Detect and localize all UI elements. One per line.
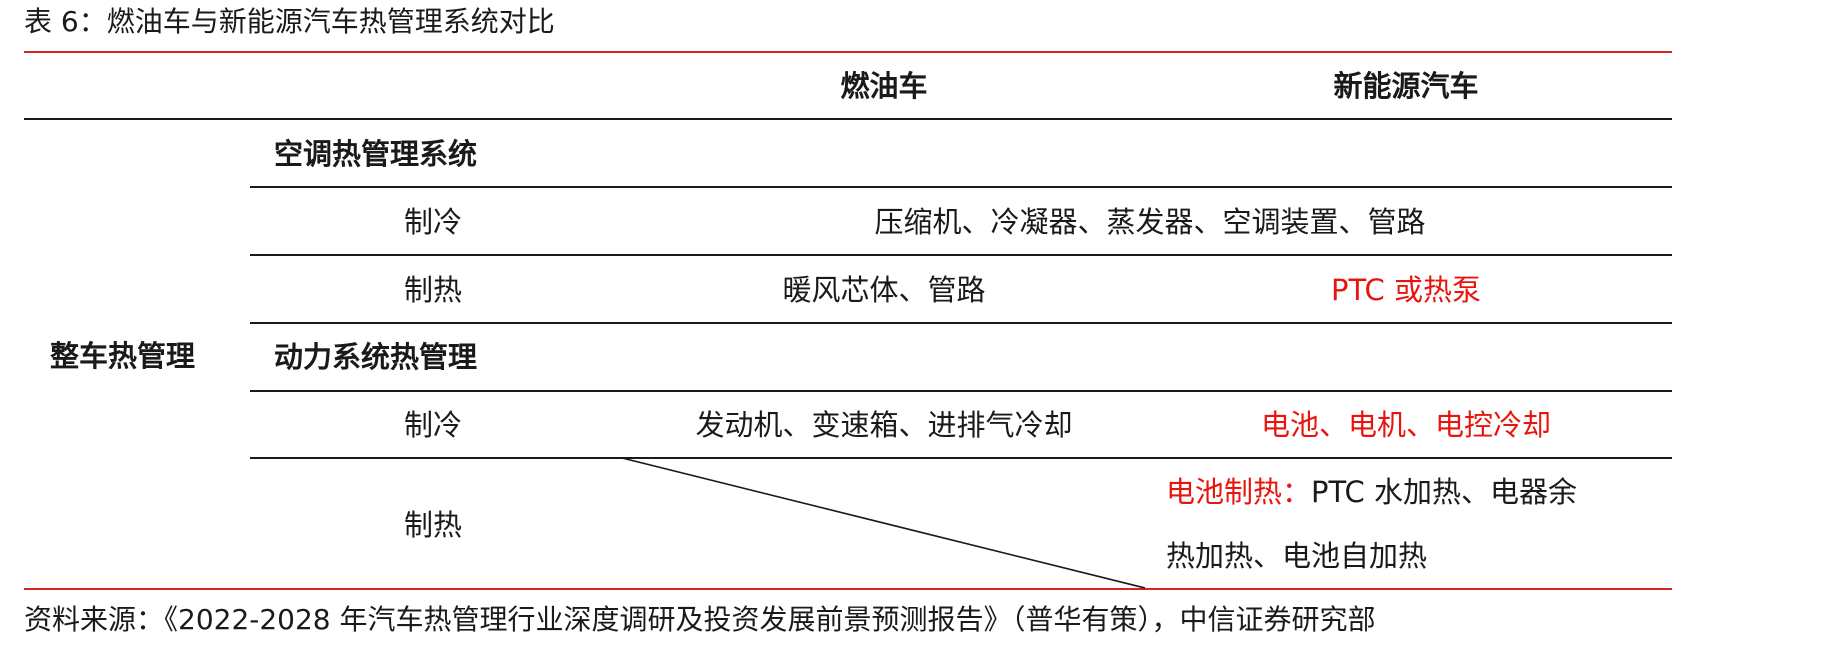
- nev-heating-line1: PTC 水加热、电器余: [1311, 475, 1577, 509]
- section-label-powertrain: 动力系统热管理: [274, 340, 478, 374]
- table-title: 表 6：燃油车与新能源汽车热管理系统对比: [24, 5, 555, 38]
- row-rule: [250, 254, 1672, 256]
- row-rule: [250, 390, 1672, 392]
- row-header-vehicle-thermal: 整车热管理: [50, 339, 196, 373]
- row-label-heating: 制热: [404, 273, 463, 307]
- bottom-rule: [24, 588, 1672, 590]
- row-rule: [250, 186, 1672, 188]
- merged-cooling-components: 压缩机、冷凝器、蒸发器、空调装置、管路: [874, 205, 1426, 239]
- fuel-powertrain-cooling: 发动机、变速箱、进排气冷却: [695, 408, 1073, 442]
- source-note: 资料来源：《2022-2028 年汽车热管理行业深度调研及投资发展前景预测报告》…: [24, 603, 1376, 636]
- column-header-new-energy-car: 新能源汽车: [1333, 69, 1479, 103]
- header-rule: [24, 118, 1672, 120]
- row-rule: [250, 322, 1672, 324]
- nev-heating-line2: 热加热、电池自加热: [1166, 539, 1428, 573]
- row-label-cooling: 制冷: [404, 408, 463, 442]
- nev-powertrain-cooling: 电池、电机、电控冷却: [1260, 408, 1552, 442]
- section-label-ac: 空调热管理系统: [274, 137, 478, 171]
- column-header-fuel-car: 燃油车: [840, 69, 928, 103]
- fuel-ac-heating: 暖风芯体、管路: [782, 273, 986, 307]
- top-rule: [24, 51, 1672, 53]
- battery-heating-highlight: 电池制热：: [1166, 475, 1312, 509]
- row-label-cooling: 制冷: [404, 205, 463, 239]
- nev-powertrain-heating: 电池制热：PTC 水加热、电器余: [1166, 474, 1577, 510]
- row-label-heating: 制热: [404, 508, 463, 542]
- nev-ac-heating: PTC 或热泵: [1331, 273, 1481, 307]
- row-rule: [250, 457, 1672, 459]
